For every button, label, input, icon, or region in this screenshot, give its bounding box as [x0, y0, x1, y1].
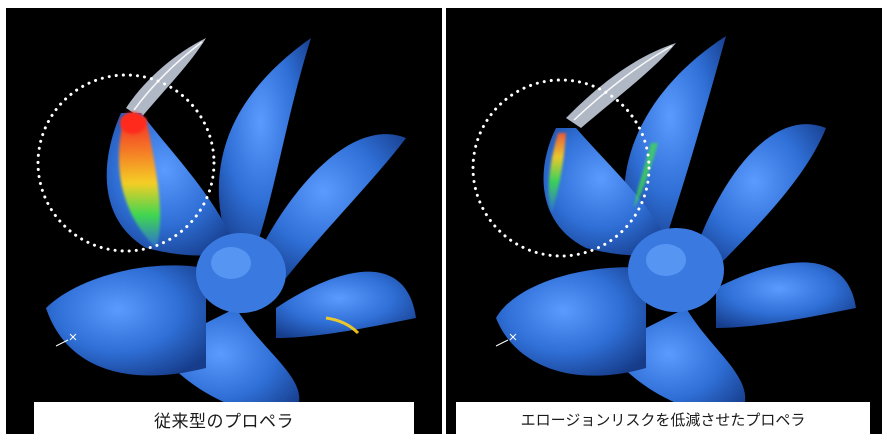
reduced-erosion-propeller-panel: エロージョンリスクを低減させたプロペラ [446, 8, 882, 434]
propeller-blade [218, 38, 311, 248]
propeller-blade [624, 36, 726, 238]
axis-indicator [55, 333, 77, 347]
reduced-erosion-propeller-image [471, 36, 856, 423]
cavitation-vortex [126, 38, 206, 118]
propeller-blade [716, 262, 856, 328]
propeller-blade [276, 271, 416, 338]
panel-caption: 従来型のプロペラ [34, 402, 414, 434]
panel-caption: エロージョンリスクを低減させたプロペラ [456, 402, 870, 434]
conventional-propeller-panel: 従来型のプロペラ [6, 8, 442, 434]
highlight-circle [471, 78, 651, 258]
cavitation-vortex [566, 43, 676, 128]
propeller-blade [496, 267, 646, 376]
axis-indicator [495, 333, 517, 347]
highlight-circle [36, 73, 216, 253]
conventional-propeller-image [36, 38, 416, 423]
propeller-blade [696, 124, 826, 269]
propeller-blade [256, 134, 406, 278]
propeller-blade [46, 265, 206, 376]
propeller-blade [543, 128, 671, 256]
erosion-hotspot [118, 118, 161, 248]
erosion-hotspot [548, 133, 566, 213]
